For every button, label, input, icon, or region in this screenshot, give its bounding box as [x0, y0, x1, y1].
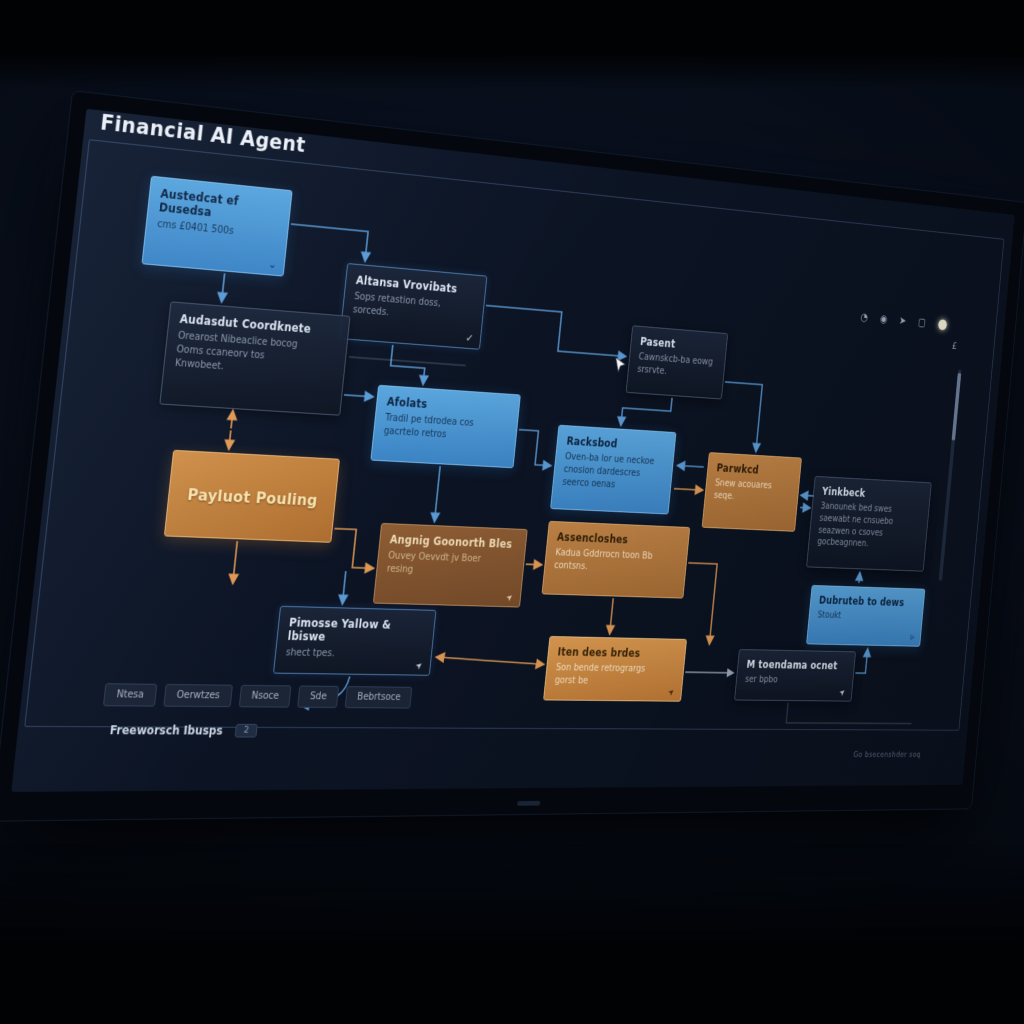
flow-node-yinkbeck[interactable]: Yinkbeck 3anounek bed swes saewabt ne cn… [806, 475, 932, 572]
monitor: Financial AI Agent ◔ ◉ ➤ ▢ ● £ Austedcat… [0, 90, 1024, 822]
node-title: M toendama ocnet [746, 658, 839, 672]
flow-node-payluot[interactable]: Payluot Pouling [163, 449, 340, 543]
node-title: Assencloshes [556, 530, 629, 547]
history-icon[interactable]: ◔ [859, 310, 869, 324]
node-line: seqe. [713, 490, 735, 502]
node-title: Pasent [639, 334, 676, 351]
action-button-ntesa[interactable]: Ntesa [102, 683, 158, 707]
app-screen: Financial AI Agent ◔ ◉ ➤ ▢ ● £ Austedcat… [11, 109, 1014, 792]
node-title: Parwkcd [716, 461, 760, 477]
node-title: Racksbod [566, 434, 618, 451]
node-line: gorst be [554, 675, 589, 686]
frame-icon[interactable]: ▢ [917, 315, 927, 329]
arrow-right-icon: ▹ [910, 631, 916, 643]
node-line: shect tpes. [285, 647, 336, 660]
node-title: Dubruteb to dews [818, 593, 905, 609]
flow-node-parwkcd[interactable]: Parwkcd Snew acouares seqe. [701, 452, 802, 532]
flow-node-afolats[interactable]: Afolats Tradil pe tdrodea cos gacrtelo r… [370, 384, 521, 469]
action-button-oerwtzes[interactable]: Oerwtzes [163, 683, 233, 708]
flow-node-angnig[interactable]: Angnig Goonorth Bles Ouvey Oevvdt jv Boe… [372, 522, 528, 608]
cursor-icon: ➤ [667, 686, 677, 699]
flow-node-iten[interactable]: Iten dees brdes Son bende retrogrargs go… [543, 635, 687, 702]
bezel-info-text: Go bsecenshder soq [853, 750, 922, 760]
cursor-icon: ➤ [505, 592, 516, 604]
cursor-icon: ➤ [838, 687, 848, 699]
bottom-button-row: Ntesa Oerwtzes Nsoce Sde Bebrtsoce [102, 683, 413, 709]
footer-label: Freeworsch Ibusps 2 [109, 723, 258, 738]
flow-node-racksbod[interactable]: Racksbod Oven-ba lor ue neckoe cnosion d… [550, 424, 677, 515]
flow-node-pasent[interactable]: Pasent Cawnskcb-ba eowg srsrvte. [625, 325, 729, 400]
flow-node-audasdut[interactable]: Audasdut Coordknete Orearost Nibeaclice … [159, 301, 351, 416]
flow-node-dubruteb[interactable]: Dubruteb to dews Stoukt ▹ [806, 584, 926, 647]
record-icon[interactable]: ● [937, 315, 949, 333]
node-title: Iten dees brdes [557, 645, 641, 660]
flow-node-pimosse[interactable]: Pimosse Yallow & lbiswe shect tpes. ➤ [273, 605, 437, 676]
node-title: Angnig Goonorth Bles [389, 532, 513, 551]
action-button-bebrtsoce[interactable]: Bebrtsoce [344, 686, 413, 709]
mouse-cursor [612, 355, 629, 374]
user-icon[interactable]: ◉ [879, 312, 888, 326]
chevron-down-icon: ⌄ [267, 257, 278, 272]
check-icon: ✓ [465, 331, 475, 345]
footer-badge[interactable]: 2 [234, 723, 258, 738]
action-button-sde[interactable]: Sde [297, 685, 340, 709]
action-button-nsoce[interactable]: Nsoce [238, 684, 292, 708]
flow-node-altansa[interactable]: Altansa Vrovibats Sops retastion doss, s… [339, 263, 488, 350]
node-title: Yinkbeck [821, 485, 866, 500]
pointer-icon[interactable]: ➤ [898, 314, 907, 327]
footer-label-text: Freeworsch Ibusps [109, 723, 224, 738]
cursor-icon: ➤ [414, 660, 425, 673]
flow-node-mtoendama[interactable]: M toendama ocnet ser bpbo ➤ [734, 649, 857, 702]
node-title: Pimosse Yallow & lbiswe [287, 615, 392, 644]
node-line: Stoukt [817, 610, 842, 621]
currency-icon: £ [951, 340, 958, 352]
node-title: Payluot Pouling [186, 484, 319, 510]
flow-node-austedcat[interactable]: Austedcat ef Dusedsa cms £0401 500s ⌄ [141, 175, 293, 277]
node-line: ser bpbo [744, 674, 779, 686]
flow-node-assencloshes[interactable]: Assencloshes Kadua Gddrrocn toon Bb cont… [541, 520, 691, 599]
